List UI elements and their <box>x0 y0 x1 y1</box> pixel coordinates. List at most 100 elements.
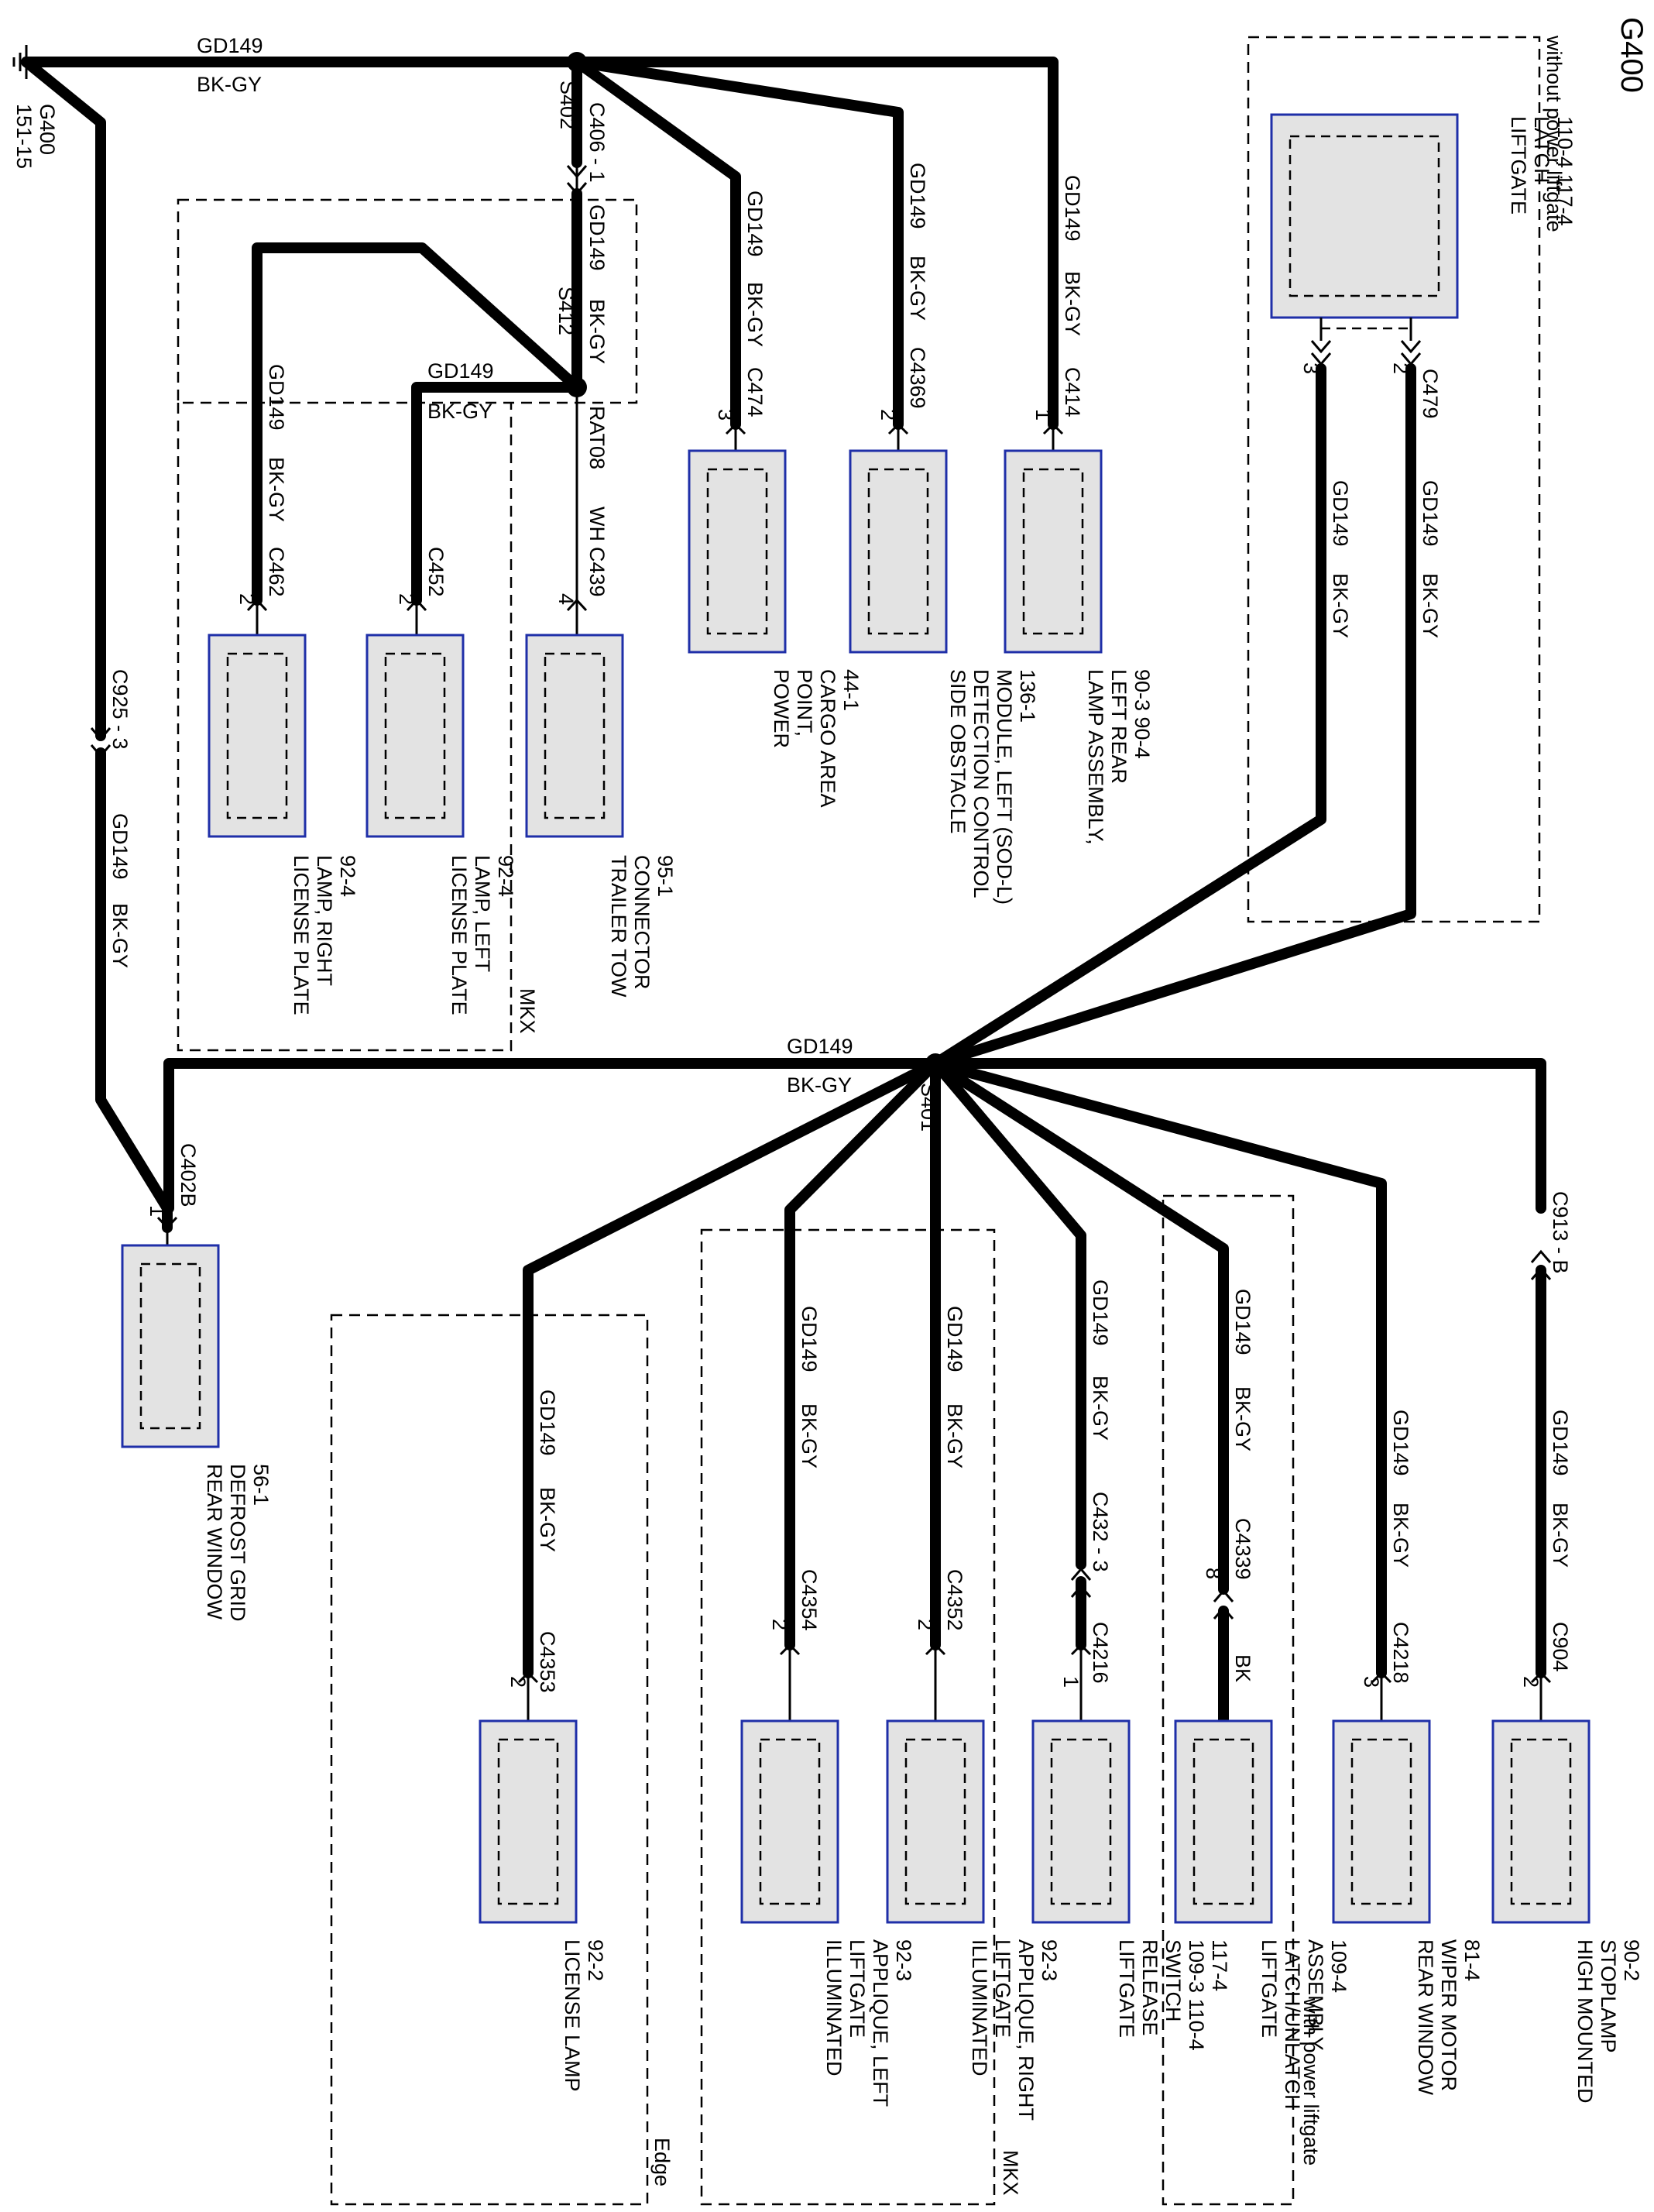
power-point <box>688 449 787 654</box>
wire-label-c904-color: BK-GY <box>1549 1503 1572 1568</box>
label-rear-defrost: REAR WINDOW DEFROST GRID 56-1 <box>203 1464 273 1627</box>
trailer-tow-connector <box>525 634 624 838</box>
region-mkx-upper <box>177 403 513 1052</box>
pin-c4218: 3 <box>1360 1676 1383 1688</box>
wire-label-main-color: BK-GY <box>787 1073 852 1097</box>
pin-liftgate-3: 3 <box>1299 362 1323 374</box>
wire-label-s412-circuit: GD149 <box>427 359 494 383</box>
illuminated-applique-left <box>740 1719 839 1924</box>
liftgate-release-switch <box>1031 1719 1131 1924</box>
wire-label-c4339-circuit: GD149 <box>1231 1289 1254 1355</box>
rear-window-wiper-motor <box>1332 1719 1431 1924</box>
connector-c432: C432 - 3 <box>1089 1492 1112 1572</box>
label-without-power-liftgate: without power liftgate <box>1542 35 1566 232</box>
pin-c452: 2 <box>395 593 418 605</box>
label-license-right: LICENSE PLATE LAMP, RIGHT 92-4 <box>290 855 359 1021</box>
label-wiper-motor: REAR WINDOW WIPER MOTOR 81-4 <box>1414 1939 1484 2101</box>
wire-label-liftgate2-circuit: GD149 <box>1419 480 1442 547</box>
pin-c474: 3 <box>714 409 737 421</box>
wires <box>21 57 1546 1725</box>
connector-c406: C406 - 1 <box>585 102 609 183</box>
wire-label-top-color: BK-GY <box>197 73 262 96</box>
ground-page-ref: 151-15 <box>12 104 36 169</box>
splice-label-s401: S401 <box>917 1083 940 1132</box>
wire-label-c462-circuit: GD149 <box>265 364 288 431</box>
illuminated-applique-right <box>886 1719 985 1924</box>
region-with-power-liftgate <box>1162 1194 1295 2206</box>
splice-label-s412: S412 <box>554 287 578 335</box>
license-lamp <box>479 1719 578 1924</box>
connector-c452: C452 <box>424 547 448 597</box>
component-labels: LIFTGATE LATCH 110-4 117-4 LAMP ASSEMBLY… <box>203 116 1643 2126</box>
label-power-point: POWER POINT, CARGO AREA 44-1 <box>770 669 863 812</box>
connector-c4353: C4353 <box>536 1631 559 1693</box>
wire-label-c4218-circuit: GD149 <box>1389 1410 1412 1476</box>
label-applique-right: ILLUMINATED LIFTGATE APPLIQUE, RIGHT 92-… <box>968 1939 1061 2126</box>
connector-c462: C462 <box>265 547 288 597</box>
wire-label-s412-color: BK-GY <box>427 400 492 423</box>
wire-label-c474-circuit: GD149 <box>743 191 767 257</box>
label-latch-assembly: LIFTGATE LATCH/UNLATCH ASSEMBLY 109-4 <box>1258 1939 1350 2115</box>
label-liftgate-latch: LIFTGATE LATCH 110-4 117-4 <box>1507 116 1577 226</box>
connector-c925: C925 - 3 <box>108 669 132 750</box>
wire-label-c4339-color: BK-GY <box>1231 1386 1254 1451</box>
wire-label-main-circuit: GD149 <box>787 1035 853 1058</box>
wire-label-c904-circuit: GD149 <box>1549 1410 1572 1476</box>
vertical-wire-labels: GD149 BK-GY GD149 BK-GY GD149 BK-GY GD14… <box>108 163 1572 1682</box>
wire-label-trailer-circuit: RAT08 <box>585 406 609 469</box>
wire-label-c4369-circuit: GD149 <box>906 163 929 229</box>
pin-c462: 2 <box>235 593 259 605</box>
ground-name: G400 <box>36 104 59 155</box>
pin-c4369: 2 <box>877 409 900 421</box>
wire-label-top-circuit: GD149 <box>197 34 263 57</box>
wire-label-c462-color: BK-GY <box>265 457 288 522</box>
pin-c904: 2 <box>1519 1676 1542 1688</box>
wire-label-trailer-color: WH <box>585 507 609 541</box>
label-stoplamp: HIGH MOUNTED STOPLAMP 90-2 <box>1573 1939 1643 2109</box>
license-plate-lamp-right <box>208 634 307 838</box>
wire-label-c406-color: BK-GY <box>585 299 609 364</box>
pin-c439: 4 <box>554 593 578 605</box>
wire-label-c925-color: BK-GY <box>108 903 132 968</box>
label-edge: Edge <box>650 2138 674 2186</box>
wire-label-c4354-circuit: GD149 <box>798 1306 821 1372</box>
liftgate-latch <box>1270 113 1459 341</box>
connector-c414: C414 <box>1061 367 1084 417</box>
connector-c904: C904 <box>1549 1622 1572 1672</box>
pin-c4352: 2 <box>914 1619 937 1630</box>
label-release-switch: LIFTGATE RELEASE SWITCH 109-3 110-4 117-… <box>1115 1939 1231 2056</box>
wire-label-c406-circuit: GD149 <box>585 204 609 271</box>
splice-s412 <box>567 377 587 397</box>
connector-c474: C474 <box>743 367 767 417</box>
connector-c479: C479 <box>1419 369 1442 419</box>
pin-c4339: 8 <box>1202 1568 1225 1579</box>
wire-label-c4352-circuit: GD149 <box>943 1306 966 1372</box>
connector-c4218: C4218 <box>1389 1622 1412 1684</box>
wire-label-c925-circuit: GD149 <box>108 813 132 880</box>
connector-labels: C406 - 1 C474 C4369 C414 C479 C462 C452 … <box>108 102 1572 1693</box>
lamp-assembly-left-rear <box>1004 449 1103 654</box>
wire-label-c4353-circuit: GD149 <box>536 1389 559 1456</box>
region-edge <box>330 1314 649 2206</box>
label-license-lamp: LICENSE LAMP 92-2 <box>561 1939 607 2097</box>
rear-window-defrost-grid <box>121 1244 220 1448</box>
label-applique-left: ILLUMINATED LIFTGATE APPLIQUE, LEFT 92-3 <box>822 1939 915 2112</box>
splice-s402 <box>567 52 587 72</box>
wire-label-c414-circuit: GD149 <box>1061 175 1084 242</box>
label-license-left: LICENSE PLATE LAMP, LEFT 92-4 <box>448 855 517 1021</box>
connector-c4352: C4352 <box>943 1569 966 1631</box>
wire-label-c474-color: BK-GY <box>743 282 767 347</box>
wire-label-bk: BK <box>1231 1654 1254 1682</box>
label-mkx-lower: MKX <box>999 2150 1022 2196</box>
wire-label-c4369-color: BK-GY <box>906 256 929 321</box>
sod-module <box>849 449 948 654</box>
label-trailer-tow: TRAILER TOW CONNECTOR 95-1 <box>607 855 677 1003</box>
wire-label-c432-circuit: GD149 <box>1089 1279 1112 1346</box>
wire-label-c432-color: BK-GY <box>1089 1376 1112 1441</box>
label-sod-module: SIDE OBSTACLE DETECTION CONTROL MODULE, … <box>946 669 1039 911</box>
connector-c4354: C4354 <box>798 1569 821 1631</box>
diagram-title: G400 <box>1615 17 1649 93</box>
label-lamp-left-rear: LAMP ASSEMBLY, LEFT REAR 90-3 90-4 <box>1084 669 1154 850</box>
connector-c439: C439 <box>585 547 609 597</box>
